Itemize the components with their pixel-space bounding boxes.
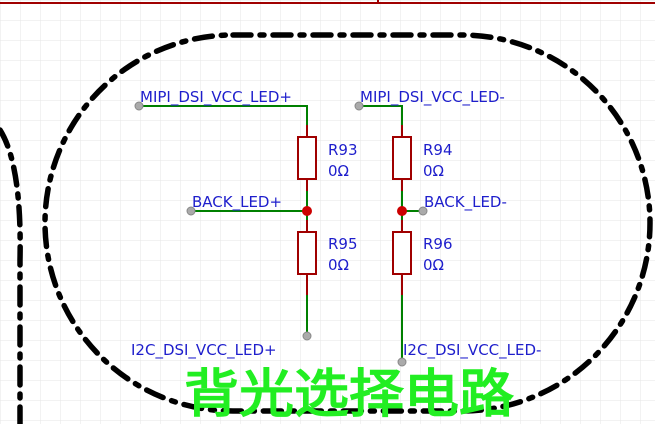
group-outline [42, 32, 653, 414]
r96-value: 0Ω [423, 256, 444, 274]
r95-designator: R95 [328, 235, 358, 253]
resistor-r95[interactable] [297, 231, 317, 275]
net-label-back-led-pos[interactable]: BACK_LED+ [192, 193, 282, 212]
net-pin-ends [134, 101, 428, 367]
r96-designator: R96 [423, 235, 453, 253]
junction-dot-right [397, 206, 407, 216]
r93-designator: R93 [328, 141, 358, 159]
r94-designator: R94 [423, 141, 453, 159]
pin-end-i2c-neg[interactable] [397, 357, 407, 367]
net-label-i2c-pos[interactable]: I2C_DSI_VCC_LED+ [131, 341, 277, 360]
pin-end-mipi-neg[interactable] [354, 101, 364, 111]
resistor-r96[interactable] [392, 231, 412, 275]
pin-end-mipi-pos[interactable] [134, 101, 144, 111]
r93-value: 0Ω [328, 162, 349, 180]
circuit-title: 背光选择电路 [184, 365, 515, 424]
pin-end-i2c-pos[interactable] [302, 331, 312, 341]
pin-end-back-led-neg[interactable] [418, 206, 428, 216]
net-label-mipi-neg[interactable]: MIPI_DSI_VCC_LED- [360, 88, 505, 107]
r95-value: 0Ω [328, 256, 349, 274]
neighbour-outline [0, 127, 23, 424]
junction-dot-left [302, 206, 312, 216]
resistor-r94[interactable] [392, 136, 412, 180]
net-label-back-led-neg[interactable]: BACK_LED- [424, 193, 507, 212]
net-label-mipi-pos[interactable]: MIPI_DSI_VCC_LED+ [140, 88, 292, 107]
resistor-leads [306, 125, 403, 295]
net-label-i2c-neg[interactable]: I2C_DSI_VCC_LED- [403, 341, 541, 360]
pin-end-back-led-pos[interactable] [186, 206, 196, 216]
r94-value: 0Ω [423, 162, 444, 180]
resistor-r93[interactable] [297, 136, 317, 180]
